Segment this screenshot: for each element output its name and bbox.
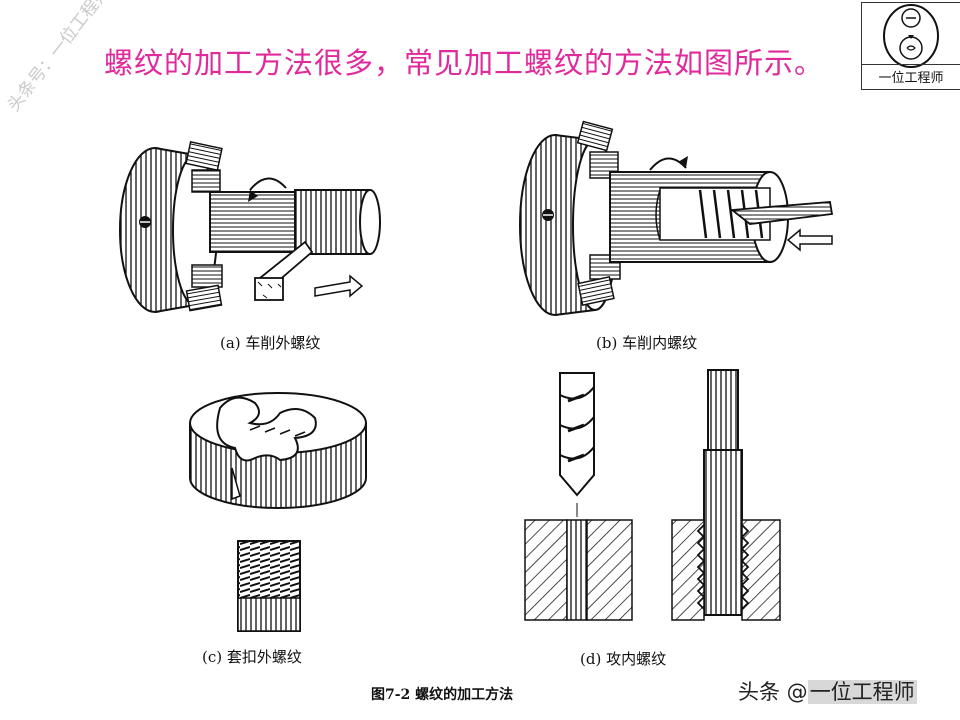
figure-title: 图7-2 螺纹的加工方法 [371,687,514,703]
watermark-diagonal: 头条号：一位工程师 [3,0,114,116]
logo-label: 一位工程师 [862,64,960,86]
logo: 一位工程师 [861,2,960,90]
panel-a-external-turning: (a) 车削外螺纹 [100,110,400,352]
source-tag: 头条 @一位工程师 [738,676,917,706]
caption-d: (d) 攻内螺纹 [580,650,667,668]
headline: 螺纹的加工方法很多，常见加工螺纹的方法如图所示。 [104,46,825,80]
source-name: 一位工程师 [807,680,917,704]
panel-d-tapping: (d) 攻内螺纹 [520,365,790,668]
panel-c-die-threading: (c) 套扣外螺纹 [180,378,380,666]
die-threading-illustration [189,392,367,632]
caption-a: (a) 车削外螺纹 [220,334,321,352]
logo-mark-icon [883,4,939,68]
internal-turning-illustration [519,120,834,316]
caption-b: (b) 车削内螺纹 [596,334,698,352]
caption-c: (c) 套扣外螺纹 [202,648,302,666]
panel-b-internal-turning: (b) 车削内螺纹 [510,110,850,352]
source-prefix: 头条 @ [738,680,808,704]
external-turning-illustration [119,141,381,313]
tapping-illustration [524,369,781,621]
